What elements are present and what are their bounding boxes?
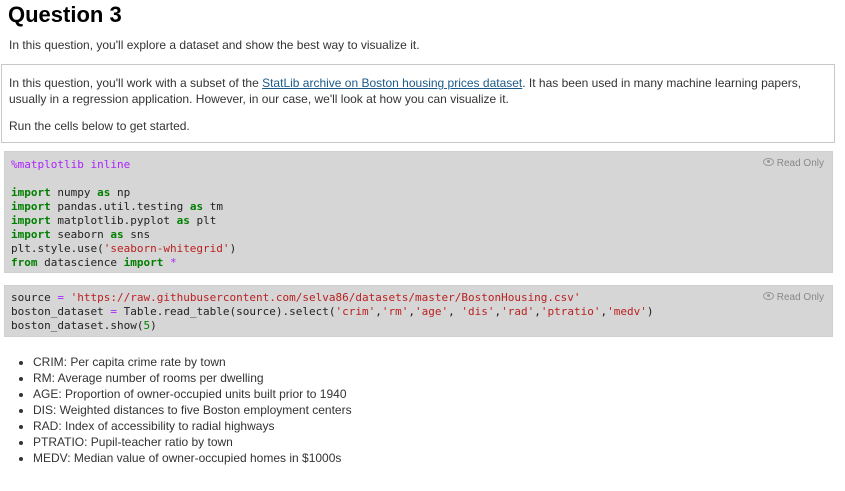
read-only-indicator: Read Only	[762, 291, 824, 305]
list-item: RAD: Index of accessibility to radial hi…	[33, 418, 352, 434]
code-line: boston_dataset.show(5)	[11, 319, 157, 332]
list-item: RM: Average number of rooms per dwelling	[33, 370, 352, 386]
list-item: AGE: Proportion of owner-occupied units …	[33, 386, 352, 402]
question-heading: Question 3	[8, 2, 122, 27]
code-line: from datascience import *	[11, 256, 177, 269]
eye-icon	[762, 158, 774, 167]
description-cell[interactable]: In this question, you'll work with a sub…	[1, 64, 835, 143]
code-cell-imports[interactable]: Read Only %matplotlib inline import nump…	[4, 151, 833, 273]
code-line: boston_dataset = Table.read_table(source…	[11, 305, 654, 318]
description-paragraph: In this question, you'll work with a sub…	[9, 75, 827, 107]
code-cell-load-data[interactable]: Read Only source = 'https://raw.githubus…	[4, 285, 833, 337]
eye-icon	[762, 292, 774, 301]
run-instruction: Run the cells below to get started.	[9, 119, 190, 133]
statlib-link[interactable]: StatLib archive on Boston housing prices…	[262, 76, 523, 90]
intro-text: In this question, you'll explore a datas…	[9, 38, 420, 52]
list-item: CRIM: Per capita crime rate by town	[33, 354, 352, 370]
code-line: plt.style.use('seaborn-whitegrid')	[11, 242, 237, 255]
list-item: MEDV: Median value of owner-occupied hom…	[33, 450, 352, 466]
code-line-blank	[11, 172, 826, 186]
code-line: import matplotlib.pyplot as plt	[11, 214, 217, 227]
description-text: In this question, you'll work with a sub…	[9, 76, 263, 90]
variable-list: CRIM: Per capita crime rate by town RM: …	[0, 354, 352, 466]
read-only-indicator: Read Only	[762, 157, 824, 171]
code-line: source = 'https://raw.githubusercontent.…	[11, 291, 581, 304]
code-line: %matplotlib inline	[11, 158, 131, 171]
list-item: PTRATIO: Pupil-teacher ratio by town	[33, 434, 352, 450]
list-item: DIS: Weighted distances to five Boston e…	[33, 402, 352, 418]
code-line: import numpy as np	[11, 186, 131, 199]
description-text-continued: . It has been used in many machine learn…	[9, 76, 802, 106]
code-line: import pandas.util.testing as tm	[11, 200, 223, 213]
code-line: import seaborn as sns	[11, 228, 151, 241]
